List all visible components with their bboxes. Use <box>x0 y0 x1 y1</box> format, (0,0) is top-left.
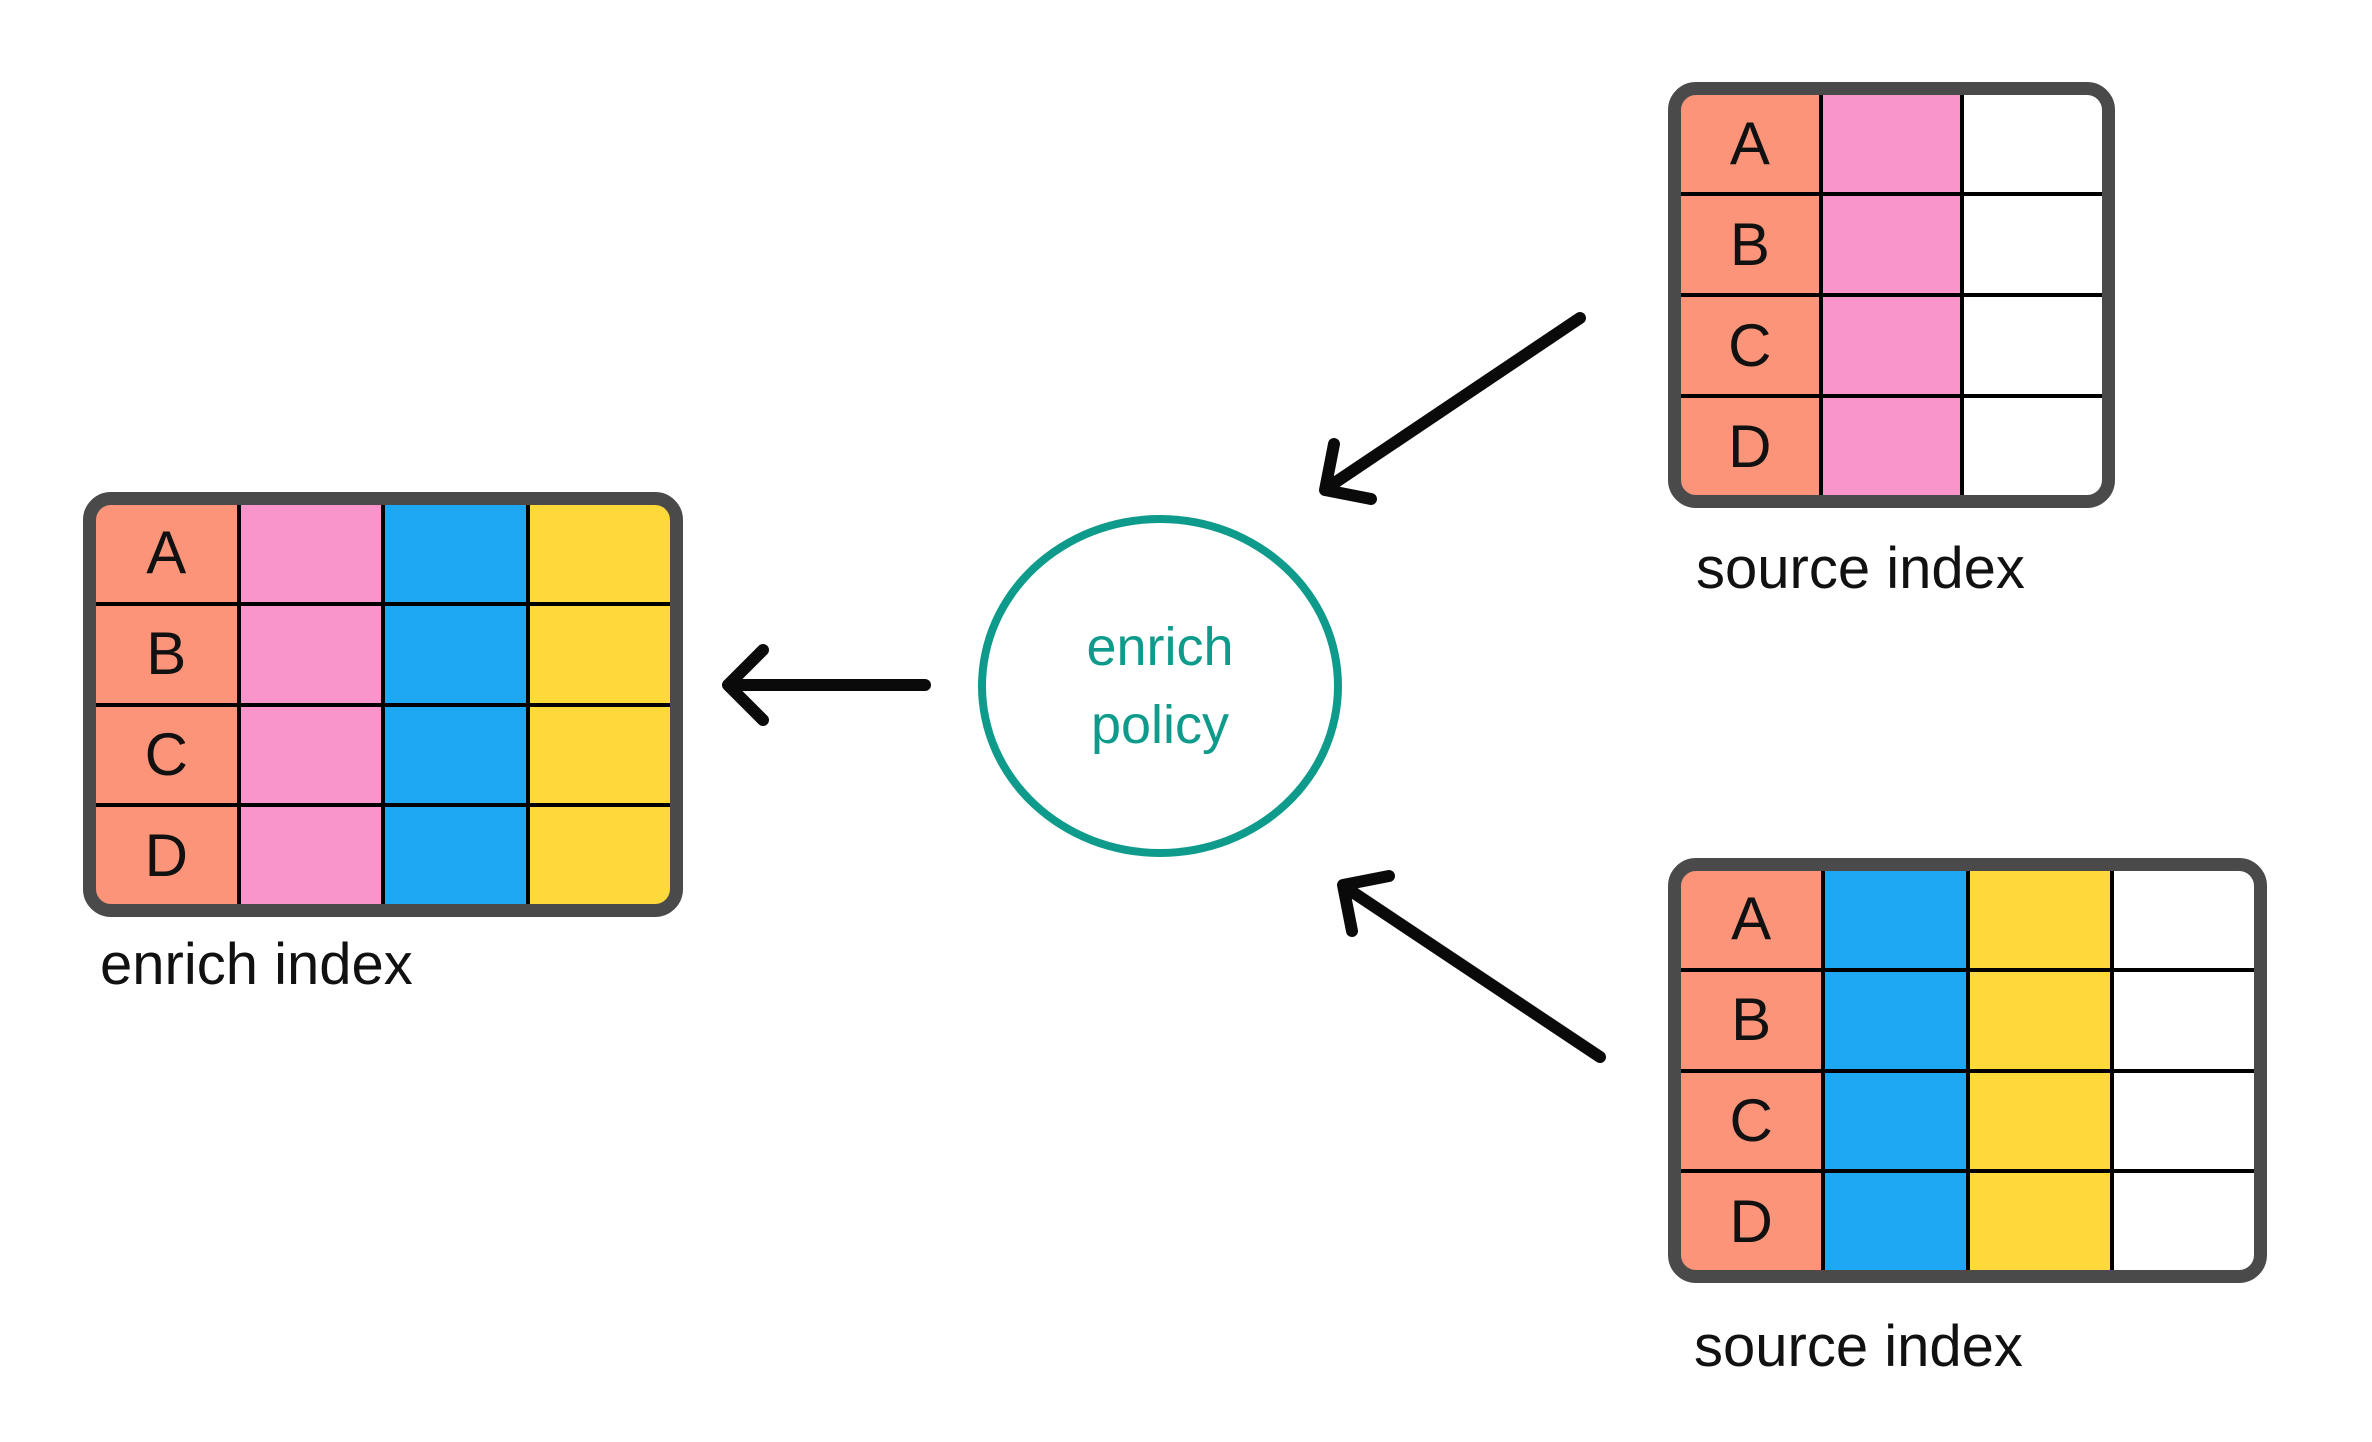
row-label-cell: A <box>1681 95 1819 192</box>
data-cell <box>1964 95 2102 192</box>
row-label-cell: D <box>1681 398 1819 495</box>
arrow-bottom-source-to-policy-icon <box>1337 870 1606 1063</box>
row-label-cell: C <box>96 706 237 804</box>
enrich-policy-label-line2: policy <box>1090 695 1230 755</box>
source-index-top-label: source index <box>1696 536 2025 601</box>
row-label-cell: D <box>96 807 237 904</box>
data-cell <box>1822 297 1961 394</box>
source-index-bottom-table: A B C D <box>1668 858 2267 1283</box>
source-index-bottom-label: source index <box>1694 1314 2023 1379</box>
data-cell <box>385 706 526 804</box>
source-index-top-grid: A B C D <box>1681 95 2102 495</box>
enrich-policy-label-line1: enrich <box>1086 616 1234 677</box>
row-label-cell: D <box>1681 1173 1822 1270</box>
source-index-top-table: A B C D <box>1668 82 2115 508</box>
data-cell <box>240 807 381 904</box>
data-cell <box>1964 196 2102 293</box>
row-label-cell: A <box>1681 871 1822 968</box>
data-cell <box>2113 1173 2254 1270</box>
data-cell <box>2113 871 2254 968</box>
data-cell <box>1964 398 2102 495</box>
row-label-cell: B <box>1681 196 1819 293</box>
row-label-cell: B <box>1681 971 1822 1069</box>
row-label-cell: C <box>1681 297 1819 394</box>
data-cell <box>1825 1173 1966 1270</box>
enrich-index-table: A B C D <box>83 492 683 917</box>
data-cell <box>529 605 670 703</box>
data-cell <box>1825 971 1966 1069</box>
data-cell <box>2113 1072 2254 1170</box>
arrow-top-source-to-policy-icon <box>1319 312 1586 505</box>
data-cell <box>1969 1072 2110 1170</box>
data-cell <box>1822 398 1961 495</box>
data-cell <box>1822 95 1961 192</box>
row-label-cell: A <box>96 505 237 602</box>
data-cell <box>1825 1072 1966 1170</box>
row-label-cell: C <box>1681 1072 1822 1170</box>
enrich-policy-label: enrich policy <box>1086 608 1233 765</box>
data-cell <box>529 505 670 602</box>
data-cell <box>529 807 670 904</box>
data-cell <box>385 505 526 602</box>
data-cell <box>240 706 381 804</box>
data-cell <box>1822 196 1961 293</box>
arrow-policy-to-enrich-index-icon <box>722 644 931 726</box>
data-cell <box>240 605 381 703</box>
enrich-policy-circle: enrich policy <box>978 515 1342 857</box>
source-index-bottom-grid: A B C D <box>1681 871 2254 1270</box>
data-cell <box>2113 971 2254 1069</box>
data-cell <box>1969 1173 2110 1270</box>
enrich-index-label: enrich index <box>100 932 413 997</box>
data-cell <box>385 807 526 904</box>
data-cell <box>240 505 381 602</box>
data-cell <box>1969 871 2110 968</box>
data-cell <box>529 706 670 804</box>
data-cell <box>1825 871 1966 968</box>
data-cell <box>1964 297 2102 394</box>
data-cell <box>1969 971 2110 1069</box>
enrich-index-grid: A B C D <box>96 505 670 904</box>
row-label-cell: B <box>96 605 237 703</box>
data-cell <box>385 605 526 703</box>
